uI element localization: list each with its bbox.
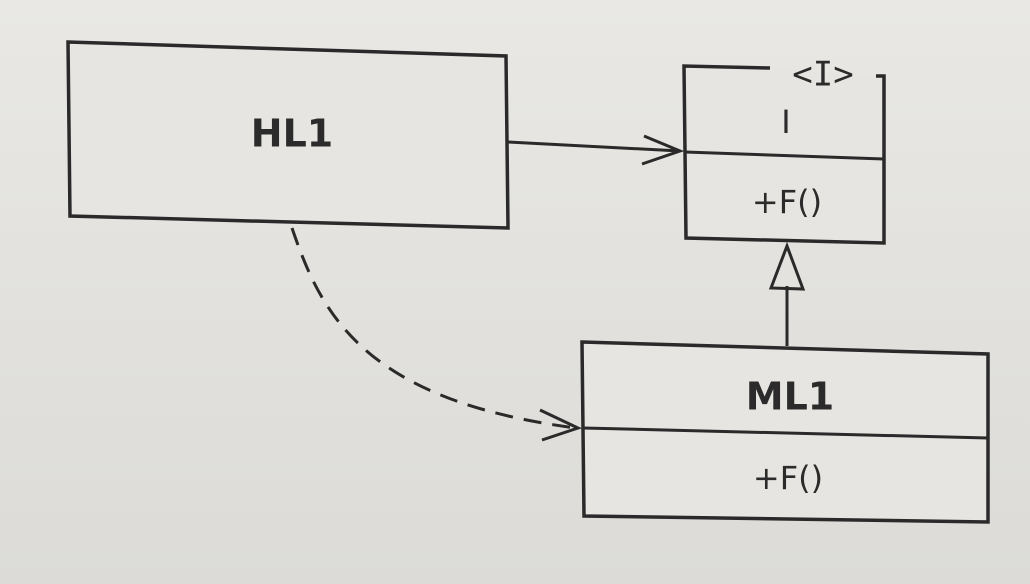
realization-arrow: [768, 241, 806, 346]
class-hl1-box: [66, 40, 510, 230]
open-arrowhead-icon: [641, 134, 685, 166]
interface-i[interactable]: <I> I +F(): [682, 55, 886, 245]
interface-i-name: I: [781, 103, 790, 141]
class-ml1-name: ML1: [746, 375, 834, 419]
class-ml1-divider: [582, 426, 989, 440]
class-hl1[interactable]: HL1: [66, 40, 510, 230]
dependency-arrow: [290, 227, 583, 442]
interface-i-stereotype: <I>: [792, 55, 853, 95]
class-ml1-method: +F(): [753, 459, 823, 497]
association-arrow: [507, 134, 685, 166]
interface-i-method: +F(): [752, 183, 822, 221]
hollow-triangle-arrowhead-icon: [768, 241, 806, 291]
class-hl1-name: HL1: [251, 112, 333, 156]
open-arrowhead-icon: [539, 408, 583, 442]
interface-i-divider: [684, 150, 885, 161]
class-ml1[interactable]: ML1 +F(): [580, 340, 990, 524]
